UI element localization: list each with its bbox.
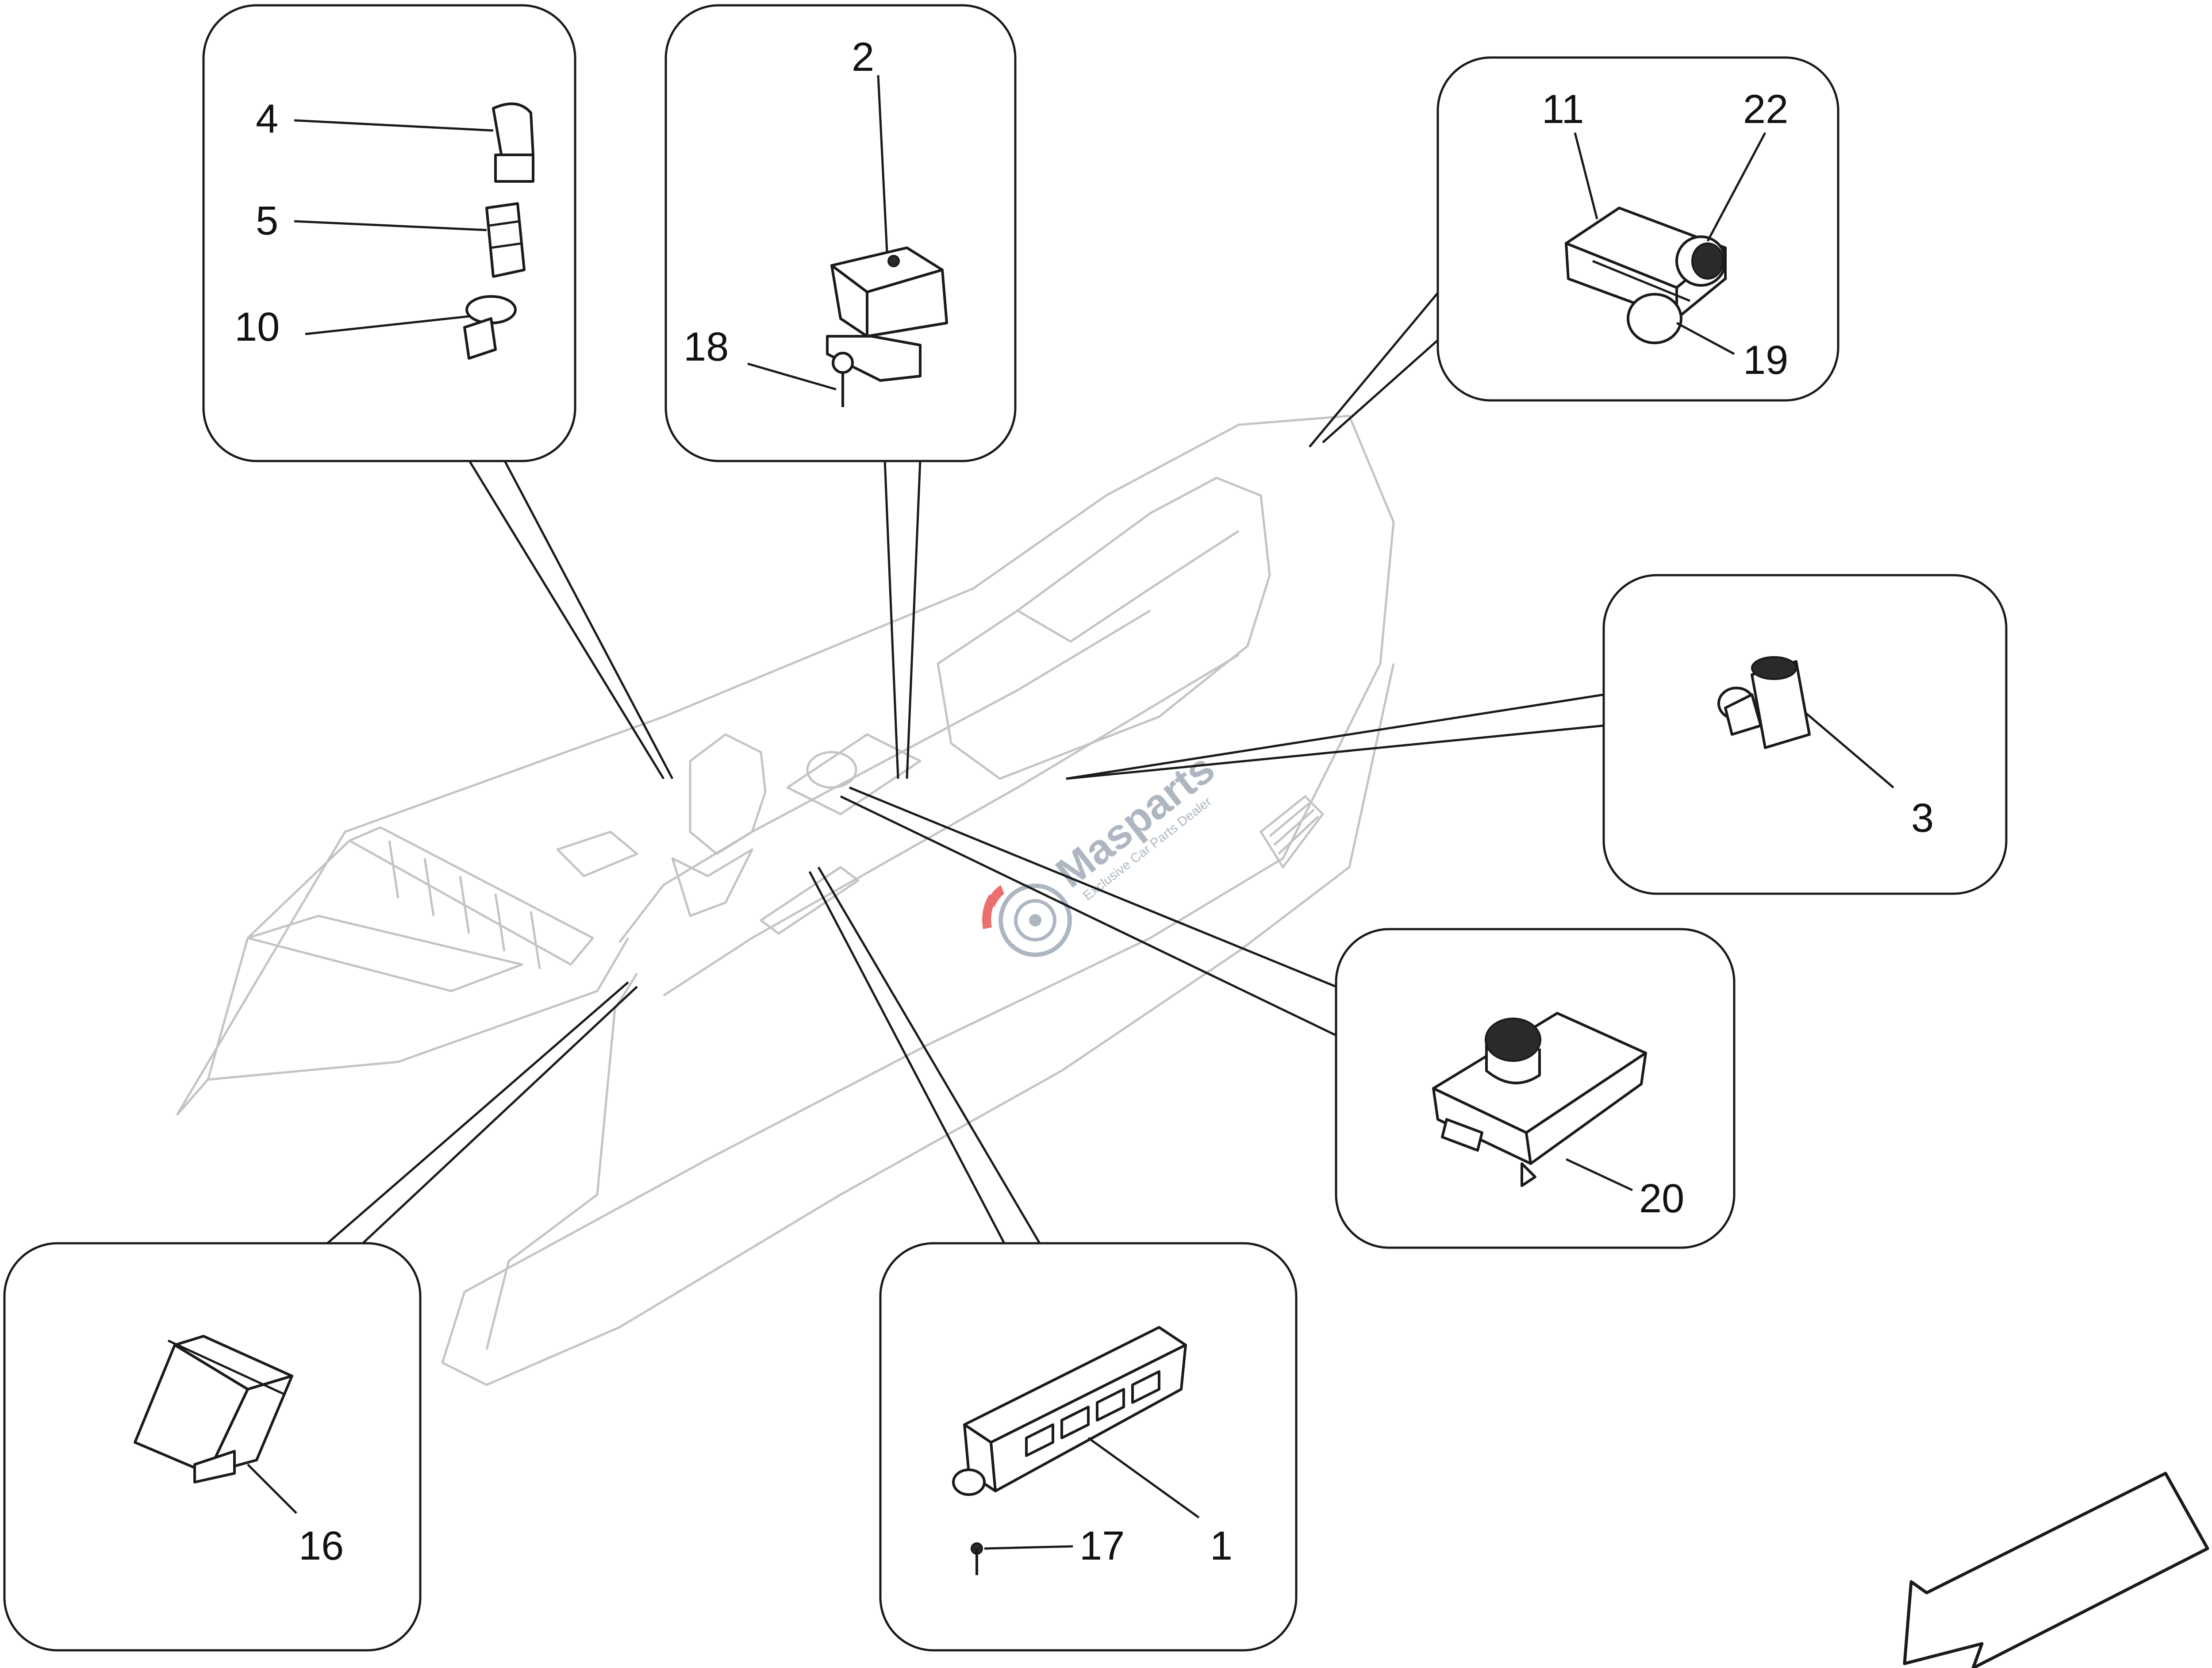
callout-4: 4 [256,96,278,142]
part-10-socket [305,295,517,360]
callout-5: 5 [256,198,278,243]
callout-22: 22 [1743,87,1788,132]
callout-3: 3 [1911,796,1934,841]
callout-box-11-19-22: 11 22 19 [1436,56,1839,402]
callout-18: 18 [684,324,729,369]
callout-19: 19 [1743,338,1788,383]
callout-box-4-5-10: 4 5 10 [202,4,576,462]
part-16-module [134,1335,297,1514]
part-17-screw [971,1542,1073,1575]
callout-20: 20 [1639,1176,1684,1221]
callout-connectors [326,287,1604,1244]
callout-17: 17 [1079,1523,1125,1568]
callout-box-2-18: 2 18 [664,4,1017,462]
callout-11: 11 [1542,87,1584,132]
callout-1: 1 [1210,1523,1233,1568]
part-19-knob [1627,293,1735,355]
part-18-screw [747,352,854,407]
part-22-knob [1675,132,1767,287]
callout-2: 2 [852,35,874,80]
watermark: Masparts Exclusive Car Parts Dealer [982,745,1223,957]
callout-box-20: 20 [1335,928,1736,1249]
part-2-switch-module [826,75,948,382]
gear-logo-icon [982,884,1072,957]
callout-box-3: 3 [1602,574,2008,895]
callout-16: 16 [299,1523,344,1568]
part-3-lighter-socket [1717,656,1894,788]
center-console-outline [176,415,1395,1386]
part-4-lamp [294,102,534,183]
part-1-switch-panel [952,1326,1200,1519]
callout-box-1-17: 17 1 [879,1242,1298,1652]
part-20-controller [1432,1012,1647,1191]
callout-box-16: 16 [3,1242,422,1652]
direction-arrow-icon [1903,1472,2209,1668]
callout-10: 10 [234,304,280,350]
part-5-lamp-holder [294,202,526,278]
